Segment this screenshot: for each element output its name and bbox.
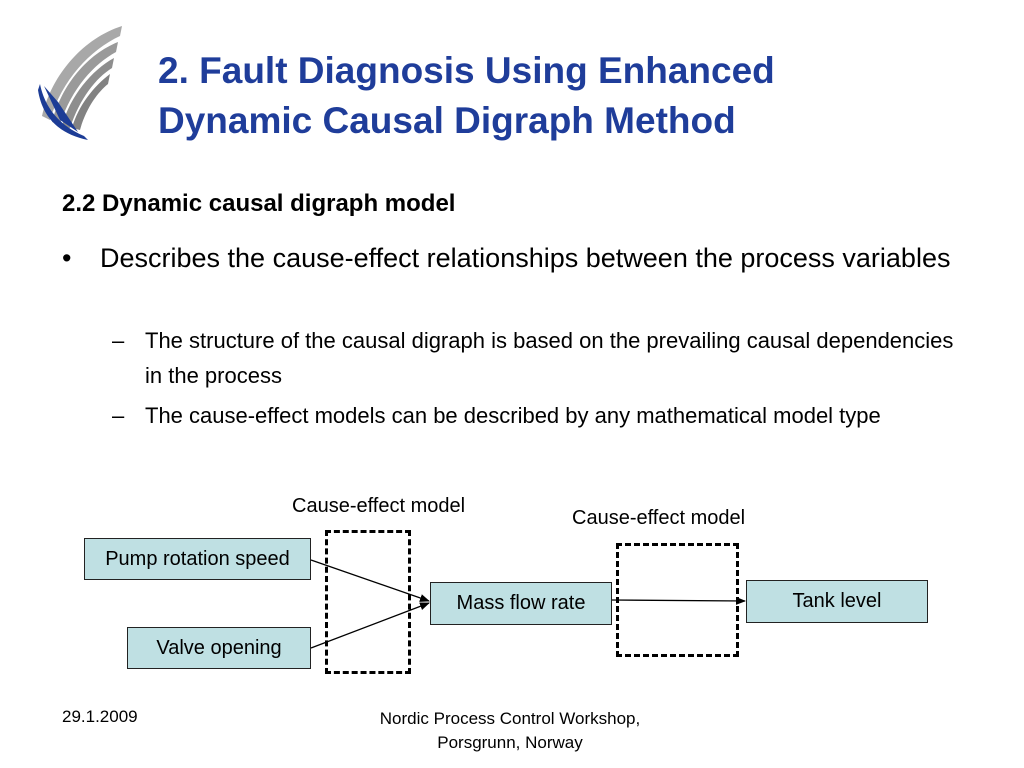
bullet-mark: • <box>62 243 72 273</box>
slide-title: 2. Fault Diagnosis Using Enhanced Dynami… <box>158 46 978 146</box>
title-line-2: Dynamic Causal Digraph Method <box>158 100 736 141</box>
sub-bullet-text: The cause-effect models can be described… <box>145 403 881 428</box>
sub-bullet-mark: – <box>112 403 125 428</box>
footer-event: Nordic Process Control Workshop, Porsgru… <box>340 707 680 755</box>
node-mass-flow-rate: Mass flow rate <box>430 582 612 625</box>
bullet-text: Describes the cause-effect relationships… <box>100 243 951 273</box>
node-tank-level: Tank level <box>746 580 928 623</box>
arrow-pump-to-mass <box>310 559 430 602</box>
university-logo-icon <box>38 26 122 140</box>
title-line-1: 2. Fault Diagnosis Using Enhanced <box>158 50 775 91</box>
arrow-valve-to-mass <box>310 602 430 649</box>
node-valve-opening: Valve opening <box>127 627 311 669</box>
section-heading: 2.2 Dynamic causal digraph model <box>62 190 456 217</box>
arrow-mass-to-tank <box>611 596 746 605</box>
cause-effect-model-caption-right: Cause-effect model <box>572 507 746 529</box>
sub-bullet-text: The structure of the causal digraph is b… <box>145 328 954 388</box>
footer-date: 29.1.2009 <box>62 707 138 726</box>
footer-event-line-1: Nordic Process Control Workshop, <box>379 709 641 728</box>
cause-effect-model-box-left <box>325 530 411 674</box>
footer-event-line-2: Porsgrunn, Norway <box>437 733 583 752</box>
sub-bullet-mark: – <box>112 328 125 353</box>
cause-effect-model-caption-left: Cause-effect model <box>292 495 466 517</box>
node-pump-rotation-speed: Pump rotation speed <box>84 538 311 580</box>
